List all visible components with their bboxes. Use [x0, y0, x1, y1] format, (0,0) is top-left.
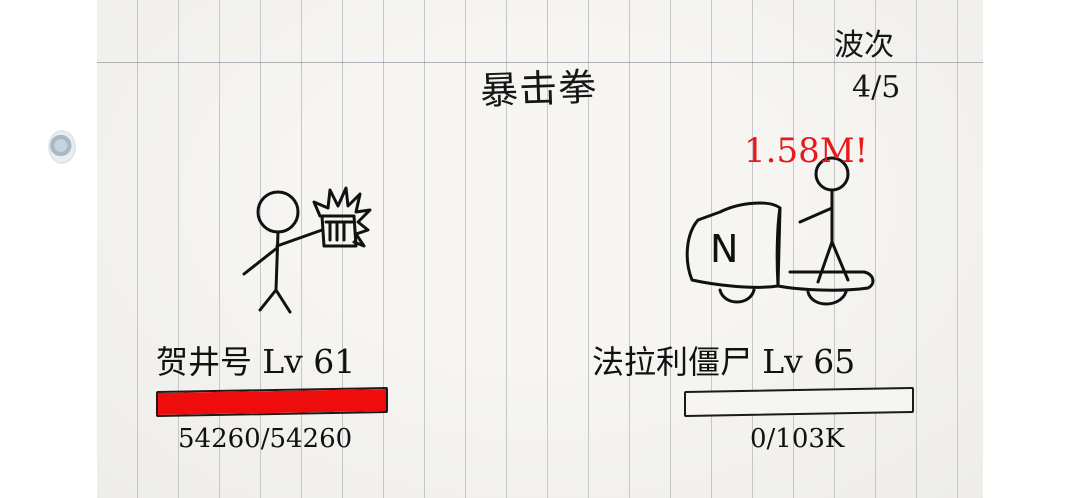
- damage-popup: 1.58M!: [744, 131, 869, 171]
- player-hp-text: 54260/54260: [178, 424, 353, 454]
- enemy-name-level: 法拉利僵尸 Lv 65: [592, 337, 855, 383]
- enemy-hp-text: 0/103K: [750, 424, 845, 454]
- player-name-level: 贺井号 Lv 61: [156, 337, 355, 383]
- player-level: Lv 61: [262, 342, 356, 381]
- car-badge-letter: N: [710, 227, 738, 271]
- wave-label: 波次: [834, 28, 894, 63]
- enemy-level: Lv 65: [762, 342, 856, 381]
- player-stickman-punch-icon: [242, 186, 372, 314]
- enemy-hp-bar: [684, 386, 914, 418]
- enemy-name: 法拉利僵尸: [592, 343, 753, 381]
- floating-assist-ball-icon[interactable]: [48, 130, 76, 164]
- player-name: 贺井号: [156, 343, 253, 381]
- enemy-stickman-car-icon: N: [685, 156, 875, 306]
- player-hp-fill: [158, 389, 386, 415]
- skill-name: 暴击拳: [479, 64, 598, 114]
- wave-counter: 4/5: [852, 70, 901, 105]
- player-hp-bar: [156, 386, 388, 418]
